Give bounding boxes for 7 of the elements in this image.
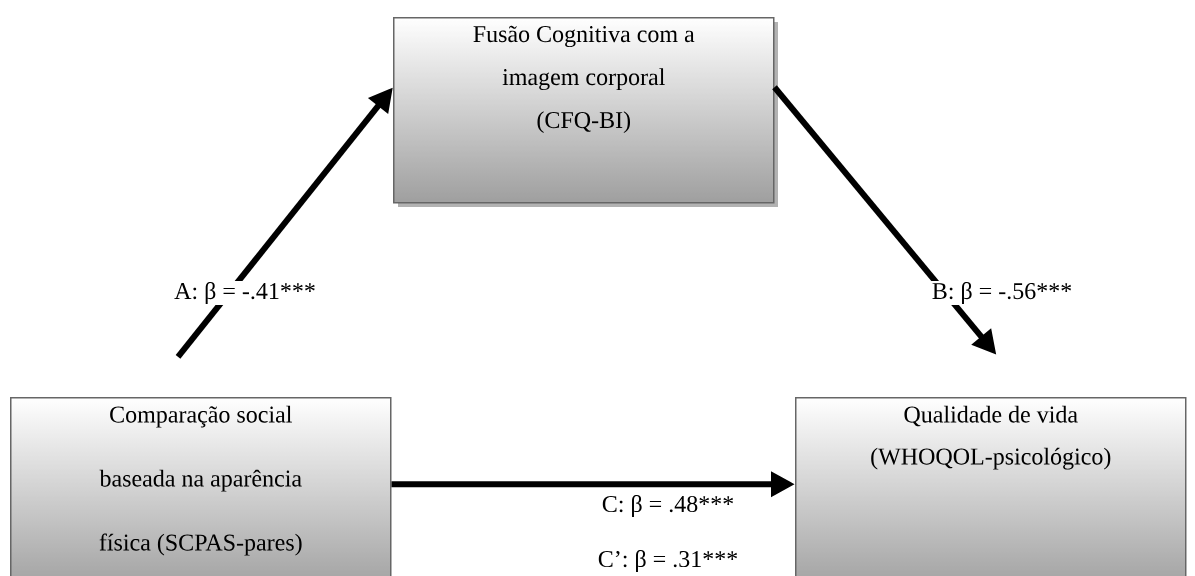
edge-label: B: β = -.56*** [930, 281, 1074, 305]
edge-label: C: β = .48*** [600, 494, 736, 518]
process-box: Comparação social baseada na aparência física (SCPAS-pares) [10, 397, 392, 576]
edge-label: A: β = -.41*** [173, 281, 317, 305]
coefficient-label: C’: β = .31*** [596, 549, 740, 573]
process-box: Qualidade de vida (WHOQOL-psicológico) [795, 397, 1187, 576]
process-box: Fusão Cognitiva com a imagem corporal (CFQ-BI) [393, 17, 778, 207]
